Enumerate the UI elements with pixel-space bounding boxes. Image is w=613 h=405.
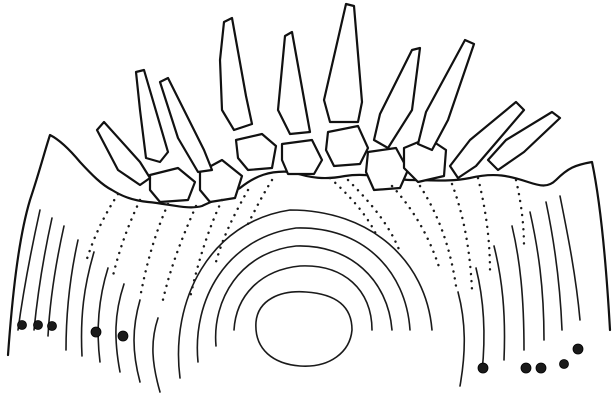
node-9 xyxy=(560,360,569,369)
ring-3 xyxy=(216,246,392,346)
spinal-processes xyxy=(97,4,560,185)
nodes xyxy=(18,321,584,374)
node-8 xyxy=(536,363,546,373)
vertebra-4 xyxy=(282,140,322,174)
node-1 xyxy=(18,321,27,330)
dotted-radials xyxy=(86,178,524,304)
node-7 xyxy=(521,363,531,373)
vertebra-3 xyxy=(236,134,276,170)
node-4 xyxy=(91,327,101,337)
right-radials xyxy=(458,196,580,386)
spine-7 xyxy=(374,48,420,148)
node-10 xyxy=(573,344,583,354)
node-2 xyxy=(34,321,43,330)
spine-5 xyxy=(278,32,310,134)
spine-6 xyxy=(324,4,362,122)
concentric-rings xyxy=(178,210,432,378)
node-6 xyxy=(478,363,488,373)
left-radials xyxy=(18,210,160,392)
ring-5 xyxy=(178,210,432,378)
vertebra-5 xyxy=(326,126,368,166)
ring-4 xyxy=(197,228,410,362)
node-3 xyxy=(48,322,57,331)
spine-3 xyxy=(160,78,212,172)
node-5 xyxy=(118,331,128,341)
vertebra-1 xyxy=(150,168,195,202)
spine-4 xyxy=(220,18,252,130)
spine-8 xyxy=(418,40,474,150)
ring-inner xyxy=(256,292,352,366)
vertebra-6 xyxy=(366,148,408,190)
